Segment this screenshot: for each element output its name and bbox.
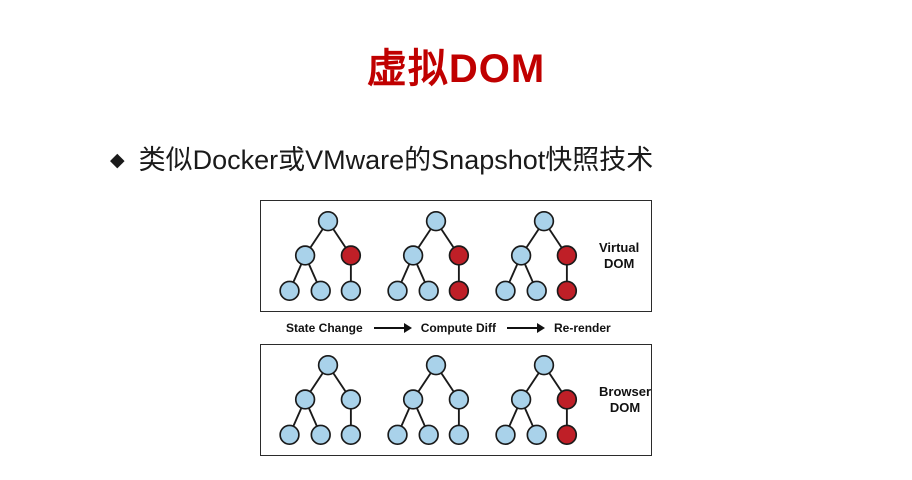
dom-tree — [491, 207, 597, 305]
dom-tree — [275, 207, 381, 305]
virtual-dom-box: Virtual DOM — [260, 200, 652, 313]
step-state-change: State Change — [286, 321, 363, 336]
right-arrow-icon — [507, 323, 546, 334]
browser-dom-label: Browser DOM — [599, 384, 651, 418]
bullet-text: 类似Docker或VMware的Snapshot快照技术 — [138, 145, 654, 175]
slide-title: 虚拟DOM — [366, 47, 546, 91]
dom-tree — [383, 207, 489, 305]
virtual-dom-label: Virtual DOM — [599, 240, 639, 274]
virtual-dom-label-line1: Virtual — [599, 239, 640, 255]
browser-dom-box: Browser DOM — [260, 344, 652, 457]
diamond-bullet-icon: ◆ — [110, 149, 125, 171]
virtual-dom-label-line2: DOM — [603, 256, 635, 272]
browser-dom-label-line2: DOM — [609, 400, 641, 416]
bullet-item: ◆ 类似Docker或VMware的Snapshot快照技术 — [110, 144, 912, 176]
dom-tree — [383, 351, 489, 449]
virtual-dom-trees — [275, 207, 599, 305]
virtual-dom-diagram: Virtual DOM State Change Compute Diff Re… — [260, 200, 652, 457]
browser-dom-trees — [275, 351, 599, 449]
diff-steps-row: State Change Compute Diff Re-render — [260, 312, 652, 344]
right-arrow-icon — [373, 323, 412, 334]
dom-tree — [275, 351, 381, 449]
browser-dom-label-line1: Browser — [599, 383, 652, 399]
step-re-render: Re-render — [554, 321, 611, 336]
step-compute-diff: Compute Diff — [420, 321, 497, 336]
dom-tree — [491, 351, 597, 449]
